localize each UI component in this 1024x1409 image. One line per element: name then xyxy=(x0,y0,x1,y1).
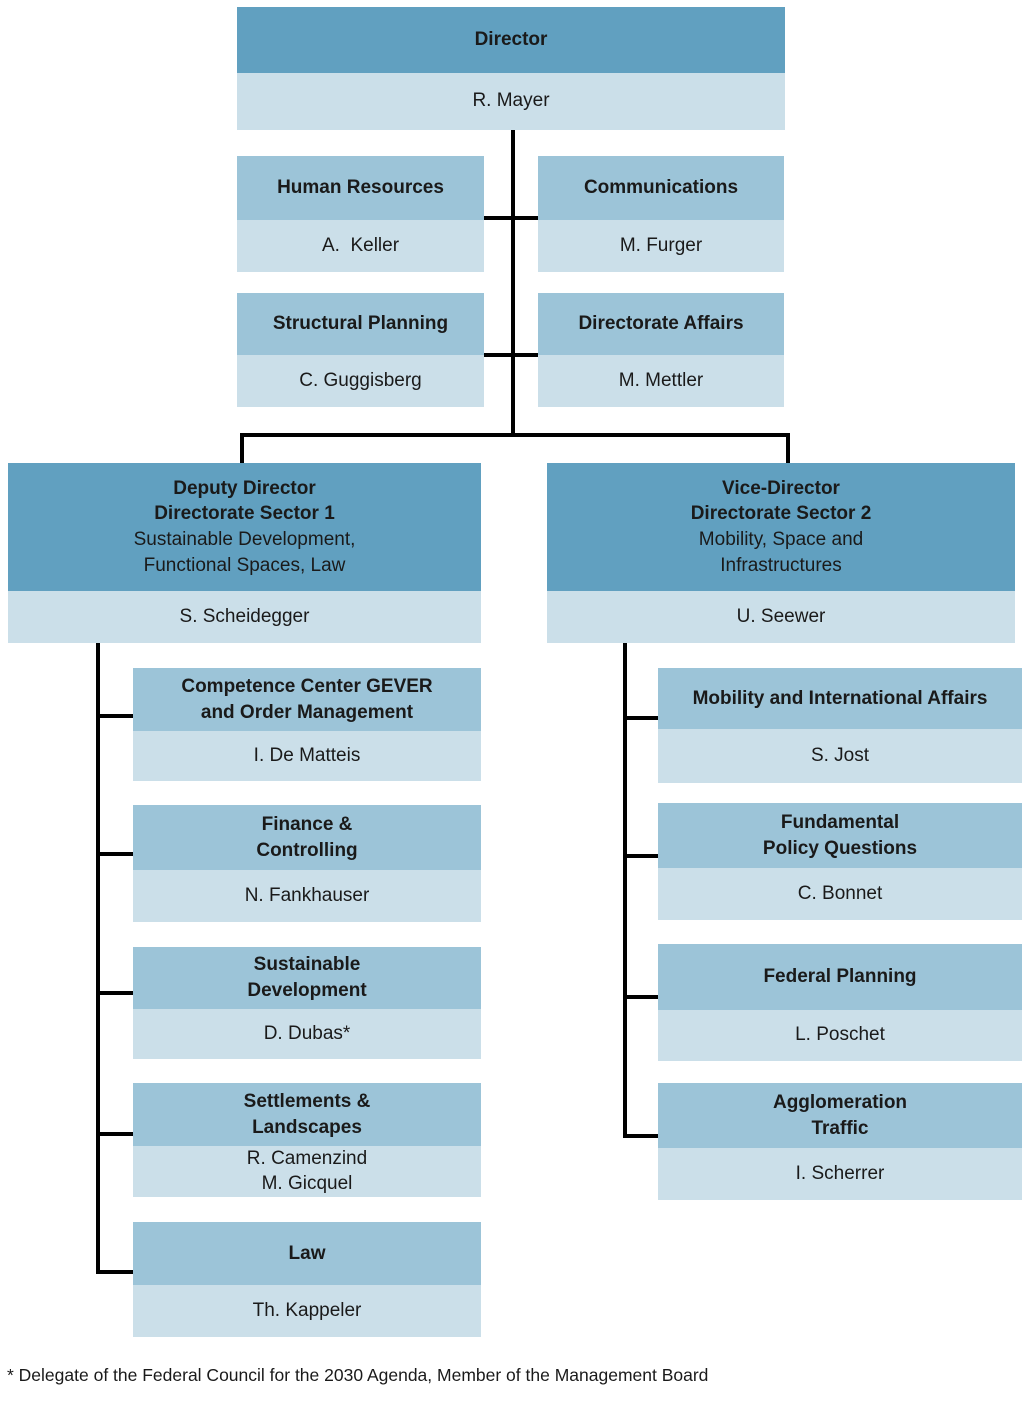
box-human-resources: Human Resources A. Keller xyxy=(237,156,484,272)
connector-sector1-vertical xyxy=(96,643,100,1274)
connector-sectors-horizontal xyxy=(240,433,790,437)
unit-title: Settlements & Landscapes xyxy=(133,1083,481,1146)
unit-name: S. Jost xyxy=(658,729,1022,783)
unit-title: Fundamental Policy Questions xyxy=(658,803,1022,868)
box-competence-center-gever: Competence Center GEVER and Order Manage… xyxy=(133,668,481,781)
unit-name: M. Furger xyxy=(538,220,784,272)
unit-title: Directorate Affairs xyxy=(538,293,784,355)
box-finance-controlling: Finance & Controlling N. Fankhauser xyxy=(133,805,481,922)
connector-sector1-drop xyxy=(240,433,244,463)
box-sustainable-development: Sustainable Development D. Dubas* xyxy=(133,947,481,1059)
connector-sector2-vertical xyxy=(623,643,627,1138)
unit-title: Agglomeration Traffic xyxy=(658,1083,1022,1148)
connector-stub-agglomeration xyxy=(623,1134,658,1138)
sector-subtitle: Mobility, Space and Infrastructures xyxy=(698,529,864,576)
unit-name: I. De Matteis xyxy=(133,731,481,781)
sector-header: Vice-Director Directorate Sector 2 Mobil… xyxy=(547,463,1015,591)
sector-header: Deputy Director Directorate Sector 1 Sus… xyxy=(8,463,481,591)
unit-title: Law xyxy=(133,1222,481,1285)
box-director: Director R. Mayer xyxy=(237,7,785,130)
sector-title: Deputy Director Directorate Sector 1 xyxy=(154,477,335,525)
sector-subtitle: Sustainable Development, Functional Spac… xyxy=(133,529,356,576)
director-name: R. Mayer xyxy=(237,73,785,130)
box-communications: Communications M. Furger xyxy=(538,156,784,272)
connector-stub-competence xyxy=(96,714,133,718)
sector-title: Vice-Director Directorate Sector 2 xyxy=(690,477,872,525)
unit-title: Communications xyxy=(538,156,784,220)
connector-stub-sustainable xyxy=(96,991,133,995)
connector-stub-mobility xyxy=(623,716,658,720)
sector-name: S. Scheidegger xyxy=(8,591,481,643)
box-structural-planning: Structural Planning C. Guggisberg xyxy=(237,293,484,407)
connector-sector2-drop xyxy=(786,433,790,463)
box-fundamental-policy-questions: Fundamental Policy Questions C. Bonnet xyxy=(658,803,1022,920)
unit-title: Federal Planning xyxy=(658,944,1022,1010)
unit-title: Competence Center GEVER and Order Manage… xyxy=(133,668,481,731)
unit-title: Structural Planning xyxy=(237,293,484,355)
unit-name: N. Fankhauser xyxy=(133,870,481,922)
box-sector-2: Vice-Director Directorate Sector 2 Mobil… xyxy=(547,463,1015,643)
unit-name: I. Scherrer xyxy=(658,1148,1022,1200)
unit-name: C. Bonnet xyxy=(658,868,1022,920)
unit-title: Mobility and International Affairs xyxy=(658,668,1022,729)
unit-name: L. Poschet xyxy=(658,1010,1022,1061)
box-directorate-affairs: Directorate Affairs M. Mettler xyxy=(538,293,784,407)
unit-title: Sustainable Development xyxy=(133,947,481,1009)
connector-stub-finance xyxy=(96,852,133,856)
unit-name: D. Dubas* xyxy=(133,1009,481,1059)
unit-name: R. Camenzind M. Gicquel xyxy=(133,1146,481,1197)
box-federal-planning: Federal Planning L. Poschet xyxy=(658,944,1022,1061)
box-law: Law Th. Kappeler xyxy=(133,1222,481,1337)
box-agglomeration-traffic: Agglomeration Traffic I. Scherrer xyxy=(658,1083,1022,1200)
unit-name: C. Guggisberg xyxy=(237,355,484,407)
sector-name: U. Seewer xyxy=(547,591,1015,643)
connector-stub-settlements xyxy=(96,1132,133,1136)
unit-title: Human Resources xyxy=(237,156,484,220)
box-mobility-international-affairs: Mobility and International Affairs S. Jo… xyxy=(658,668,1022,783)
footnote: * Delegate of the Federal Council for th… xyxy=(7,1365,709,1385)
director-title: Director xyxy=(237,7,785,73)
connector-stub-law xyxy=(96,1270,133,1274)
unit-name: A. Keller xyxy=(237,220,484,272)
unit-name: M. Mettler xyxy=(538,355,784,407)
connector-stub-federal xyxy=(623,995,658,999)
connector-director-vertical xyxy=(511,130,515,437)
unit-title: Finance & Controlling xyxy=(133,805,481,870)
connector-staff-row1 xyxy=(484,216,538,220)
unit-name: Th. Kappeler xyxy=(133,1285,481,1337)
connector-stub-fundamental xyxy=(623,854,658,858)
box-settlements-landscapes: Settlements & Landscapes R. Camenzind M.… xyxy=(133,1083,481,1197)
connector-staff-row2 xyxy=(484,353,538,357)
box-sector-1: Deputy Director Directorate Sector 1 Sus… xyxy=(8,463,481,643)
